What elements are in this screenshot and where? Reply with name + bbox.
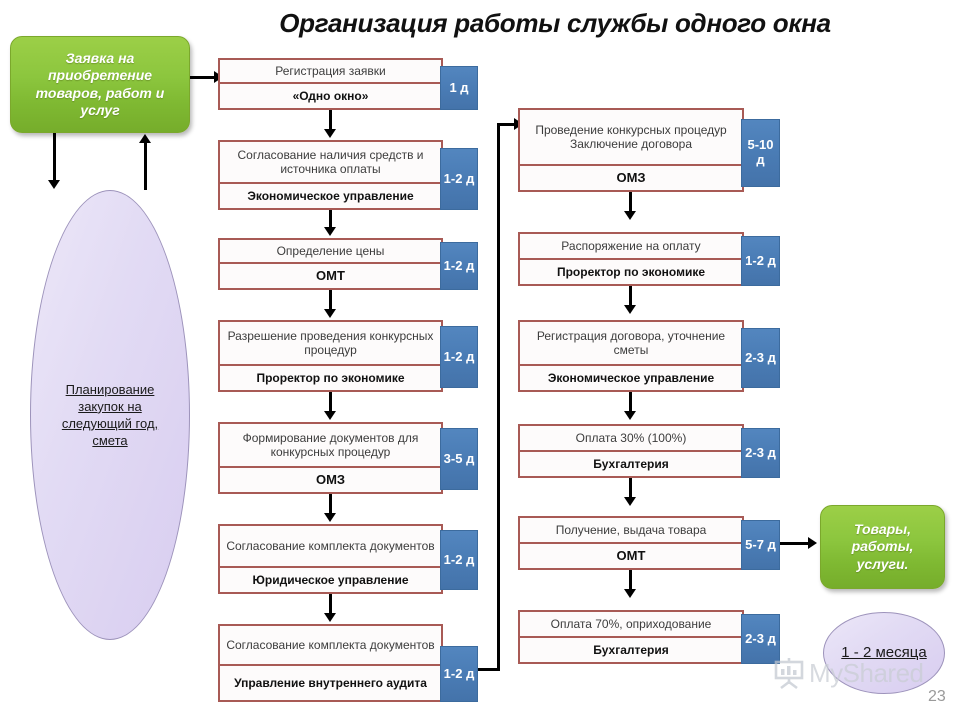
connector-left-to-right-v [497,123,500,671]
duration-badge: 3-5 д [440,428,478,490]
duration-badge: 2-3 д [741,614,780,664]
process-owner: «Одно окно» [292,88,369,103]
arrowhead-l1-l2 [324,129,336,138]
connector-l3-l4 [329,290,332,312]
arrowhead-l2-l3 [324,227,336,236]
duration-badge: 5-10 д [741,119,780,187]
process-box[interactable]: Оплата 30% (100%) Бухгалтерия 2-3 д [518,424,780,478]
duration-badge: 2-3 д [741,428,780,478]
process-title: Формирование документов для конкурсных п… [220,424,441,468]
process-title: Регистрация договора, уточнение сметы [520,322,742,366]
planning-ellipse-label: Планирование закупок на следующий год, с… [61,381,159,449]
process-box[interactable]: Формирование документов для конкурсных п… [218,422,478,494]
process-owner: Экономическое управление [247,188,414,203]
connector-r4-r5 [629,478,632,500]
process-title: Определение цены [220,240,441,264]
process-owner: Экономическое управление [547,370,715,385]
process-box[interactable]: Оплата 70%, оприходование Бухгалтерия 2-… [518,610,780,664]
arrowhead-l3-l4 [324,309,336,318]
duration-badge: 1-2 д [440,242,478,290]
connector-left-to-right-h1 [478,668,500,671]
connector-l6-l7 [329,594,332,616]
process-owner: Проректор по экономике [556,264,706,279]
connector-r1-r2 [629,192,632,214]
process-title: Разрешение проведения конкурсных процеду… [220,322,441,366]
total-duration-label: 1 - 2 месяца [841,644,927,662]
arrowhead-r3-r4 [624,411,636,420]
process-box[interactable]: Распоряжение на оплату Проректор по экон… [518,232,780,286]
process-owner: Бухгалтерия [593,456,669,471]
process-title: Проведение конкурсных процедур Заключени… [520,110,742,166]
connector-l5-l6 [329,494,332,516]
arrowhead-r4-r5 [624,497,636,506]
duration-badge: 5-7 д [741,520,780,570]
process-owner: ОМЗ [616,170,646,186]
arrowhead-r1-r2 [624,211,636,220]
process-box[interactable]: Согласование наличия средств и источника… [218,140,478,210]
start-callout-box[interactable]: Заявка на приобретение товаров, работ и … [10,36,190,133]
arrowhead-l5-l6 [324,513,336,522]
arrowhead-r5-to-result [808,537,817,549]
process-title: Согласование комплекта документов [220,526,441,568]
connector-l4-l5 [329,392,332,414]
connector-r3-r4 [629,392,632,414]
duration-badge: 1-2 д [440,148,478,210]
arrowhead-start-to-planning [48,180,60,189]
connector-r2-r3 [629,286,632,308]
start-callout-label: Заявка на приобретение товаров, работ и … [35,50,165,118]
connector-r5-r6 [629,570,632,592]
process-box[interactable]: Проведение конкурсных процедур Заключени… [518,108,780,192]
process-box[interactable]: Регистрация договора, уточнение сметы Эк… [518,320,780,392]
process-box[interactable]: Согласование комплекта документов Юридич… [218,524,478,594]
process-box[interactable]: Согласование комплекта документов Управл… [218,624,478,702]
arrowhead-l6-l7 [324,613,336,622]
duration-badge: 1-2 д [440,646,478,702]
process-box[interactable]: Разрешение проведения конкурсных процеду… [218,320,478,392]
duration-badge: 1-2 д [741,236,780,286]
total-duration-ellipse[interactable]: 1 - 2 месяца [823,612,945,694]
result-callout-box[interactable]: Товары, работы, услуги. [820,505,945,589]
process-title: Регистрация заявки [220,60,441,84]
duration-badge: 2-3 д [741,328,780,388]
process-owner: Юридическое управление [252,572,409,587]
process-title: Согласование наличия средств и источника… [220,142,441,184]
duration-badge: 1-2 д [440,326,478,388]
process-owner: ОМЗ [315,472,346,488]
page-title: Организация работы службы одного окна [279,8,831,38]
connector-planning-to-start [144,142,147,190]
duration-badge: 1-2 д [440,530,478,590]
page-number: 23 [928,688,946,705]
connector-r5-to-result [780,542,810,545]
process-title: Согласование комплекта документов [220,626,441,666]
process-title: Получение, выдача товара [520,518,742,544]
connector-l2-l3 [329,210,332,230]
result-callout-label: Товары, работы, услуги. [851,521,914,572]
process-owner: Управление внутреннего аудита [234,675,427,690]
process-box[interactable]: Определение цены ОМТ 1-2 д [218,238,478,290]
process-title: Оплата 30% (100%) [520,426,742,452]
process-owner: ОМТ [616,548,646,564]
connector-start-to-planning [53,133,56,183]
duration-badge: 1 д [440,66,478,110]
arrowhead-r2-r3 [624,305,636,314]
process-box[interactable]: Получение, выдача товара ОМТ 5-7 д [518,516,780,570]
process-owner: Проректор по экономике [256,370,405,385]
connector-start-to-first [190,76,216,79]
connector-l1-l2 [329,110,332,132]
arrowhead-planning-to-start [139,134,151,143]
process-owner: Бухгалтерия [593,642,669,657]
connector-left-to-right-h2 [497,123,516,126]
process-title: Распоряжение на оплату [520,234,742,260]
planning-ellipse[interactable]: Планирование закупок на следующий год, с… [30,190,190,640]
arrowhead-r5-r6 [624,589,636,598]
process-title: Оплата 70%, оприходование [520,612,742,638]
process-box[interactable]: Регистрация заявки «Одно окно» 1 д [218,58,478,110]
process-owner: ОМТ [316,268,345,284]
arrowhead-l4-l5 [324,411,336,420]
